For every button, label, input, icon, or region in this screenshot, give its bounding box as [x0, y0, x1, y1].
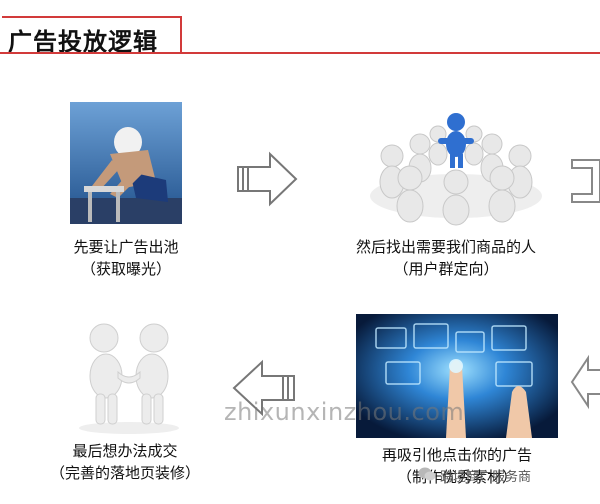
step-2-line2: （用户群定向）	[393, 260, 499, 278]
title-frame	[2, 16, 182, 54]
hand-touching-screen-image	[356, 314, 558, 438]
arrow-edge-top-icon	[571, 159, 600, 203]
arrow-edge-bottom-icon	[570, 354, 600, 410]
crowd-circle-blue-figure-image	[366, 104, 546, 228]
wechat-icon	[418, 467, 436, 481]
title-underline	[0, 52, 600, 54]
step-1-caption: 先要让广告出池 （获取曝光）	[40, 236, 212, 280]
step-2-line1: 然后找出需要我们商品的人	[355, 238, 536, 256]
step-1-line1: 先要让广告出池	[73, 238, 179, 256]
corner-caption: 跨境商广服务商	[440, 470, 532, 485]
arrow-right-icon	[237, 151, 298, 207]
step-3-line1: 再吸引他点击你的广告	[381, 446, 532, 464]
arrow-left-icon	[232, 359, 295, 417]
page-title: 广告投放逻辑	[8, 28, 158, 56]
step-4-line2: （完善的落地页装修）	[49, 464, 200, 482]
swimmer-diving-image	[70, 102, 182, 224]
title-bar: 广告投放逻辑	[0, 16, 600, 62]
step-2-caption: 然后找出需要我们商品的人 （用户群定向）	[336, 236, 556, 280]
watermark-text: zhixunxinzhou.com	[224, 398, 465, 426]
step-4-caption: 最后想办法成交 （完善的落地页装修）	[30, 440, 220, 484]
step-1-line2: （获取曝光）	[80, 260, 171, 278]
step-4-line1: 最后想办法成交	[72, 442, 178, 460]
two-figures-handshake-image	[74, 316, 184, 434]
